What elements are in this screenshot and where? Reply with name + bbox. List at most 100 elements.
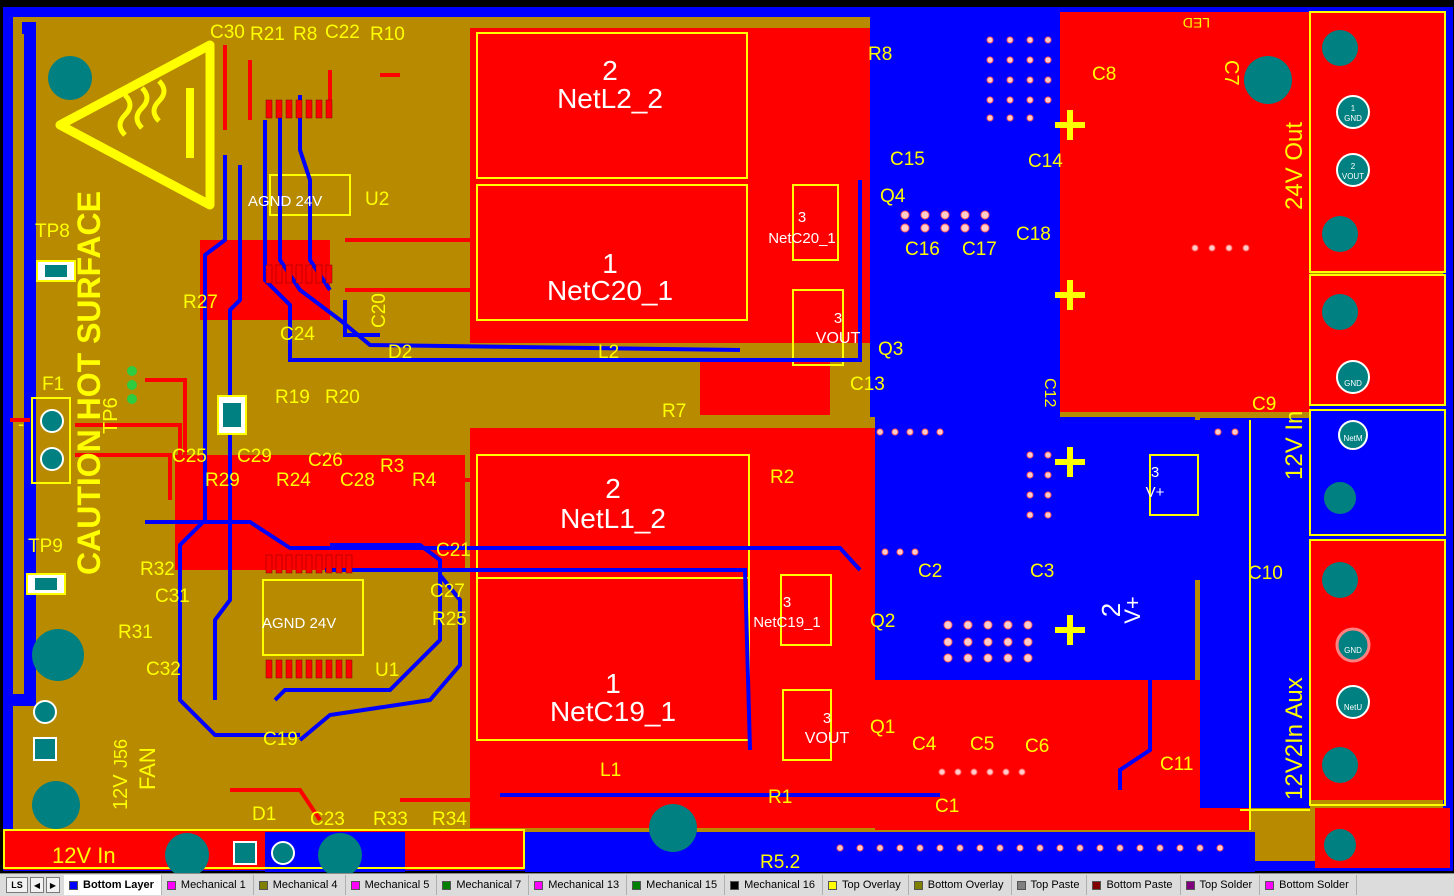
label-c15: C15 [890,149,925,170]
label-c23: C23 [310,809,345,830]
label-fan-12v: 12V [110,774,132,810]
label-c21: C21 [436,540,471,561]
pad-number-l1-2: 2 [605,473,621,504]
label-q4: Q4 [880,186,906,207]
layer-tab-label: Mechanical 1 [180,879,246,891]
net-label-netc19-1: NetC19_1 [550,696,676,727]
label-f1: F1 [42,374,64,395]
vplus-net: V+ [1146,484,1165,501]
layer-color-swatch [166,880,176,890]
label-tp8: TP8 [35,221,70,242]
layer-tab-top-paste[interactable]: Top Paste [1012,875,1088,895]
label-c3: C3 [1030,561,1054,582]
label-c24: C24 [280,324,315,345]
layer-tab-label: Bottom Layer [83,879,154,891]
label-r24: R24 [276,470,311,491]
layer-tab-bar: LS ◀ ▶ Bottom Layer Mechanical 1 Mechanica… [0,873,1454,896]
label-d1: D1 [252,804,276,825]
label-r27: R27 [183,292,218,313]
label-r29: R29 [205,470,240,491]
label-r7: R7 [662,401,686,422]
label-r8a: R8 [293,24,317,45]
label-u2: U2 [365,189,389,210]
layer-color-swatch [534,880,544,890]
label-12v-in: 12V In [1281,411,1308,480]
label-c25: C25 [172,446,207,467]
mounting-holes [32,30,1358,873]
conn-pin-1: 1 [1351,104,1356,113]
layer-color-swatch [1016,880,1026,890]
layer-tab-bottom-paste[interactable]: Bottom Paste [1087,875,1181,895]
layer-tab-bottom-solder[interactable]: Bottom Solder [1260,875,1357,895]
net-label-netl2-2: NetL2_2 [557,83,663,114]
label-c18: C18 [1016,224,1051,245]
scroll-right-icon[interactable]: ▶ [46,877,60,893]
label-q1: Q1 [870,717,895,738]
pcb-layout: C30 R21 R8 C22 R10 R8 U2 U1 TP8 TP9 F1 R… [3,7,1453,873]
label-agnd-u1: AGND 24V [262,615,336,632]
layer-tab-mechanical-16[interactable]: Mechanical 16 [725,875,824,895]
layer-color-swatch [1265,880,1275,890]
vplus2-net: V+ [1120,596,1145,624]
label-agnd-u2: AGND 24V [248,193,322,210]
label-r8b: R8 [868,44,892,65]
layer-tab-label: Mechanical 5 [364,879,430,891]
layer-tabs-container: Bottom Layer Mechanical 1 Mechanical 4 Mech… [64,874,1357,896]
layer-color-swatch [730,880,740,890]
layer-tab-bottom-layer[interactable]: Bottom Layer [64,875,162,895]
layer-tab-mechanical-4[interactable]: Mechanical 4 [254,875,346,895]
label-q2: Q2 [870,611,895,632]
label-u1: U1 [375,660,399,681]
layer-tab-mechanical-5[interactable]: Mechanical 5 [346,875,438,895]
layer-color-swatch [442,880,452,890]
label-c1: C1 [935,796,959,817]
layer-color-swatch [258,880,268,890]
net-label-netc20-1: NetC20_1 [547,275,673,306]
layer-tab-mechanical-15[interactable]: Mechanical 15 [627,875,726,895]
layer-tab-mechanical-7[interactable]: Mechanical 7 [437,875,530,895]
layer-tab-mechanical-13[interactable]: Mechanical 13 [529,875,628,895]
label-r33: R33 [373,809,408,830]
label-c22: C22 [325,22,360,43]
layer-tab-top-solder[interactable]: Top Solder [1181,875,1261,895]
label-c28: C28 [340,470,375,491]
layer-tab-mechanical-1[interactable]: Mechanical 1 [162,875,254,895]
label-c4: C4 [912,734,937,755]
vplus2-pin: 2 [1096,603,1126,617]
q3-pin: 3 [834,310,842,327]
label-r1: R1 [768,787,792,808]
label-fan: FAN [135,747,160,790]
layer-color-swatch [1185,880,1195,890]
layer-tab-label: Mechanical 4 [272,879,338,891]
label-r2: R2 [770,467,794,488]
label-c17: C17 [962,239,997,260]
conn-label-netu: NetU [1344,703,1362,712]
label-tp6: TP6 [100,397,122,434]
label-fuse-minus: - [18,414,24,434]
conn-label-gnd-3: GND [1344,646,1362,655]
label-c26: C26 [308,450,343,471]
scroll-left-icon[interactable]: ◀ [30,877,44,893]
label-c2: C2 [918,561,942,582]
pcb-canvas[interactable]: C30 R21 R8 C22 R10 R8 U2 U1 TP8 TP9 F1 R… [0,0,1454,873]
label-24v-out: 24V Out [1281,122,1308,210]
label-j56: J56 [111,739,131,768]
layer-tab-label: Top Overlay [842,879,901,891]
label-d2: D2 [388,342,412,363]
label-c27: C27 [430,581,465,602]
layer-set-button[interactable]: LS [6,877,28,893]
layer-tab-top-overlay[interactable]: Top Overlay [823,875,909,895]
label-r19: R19 [275,387,310,408]
label-aux-in: 12V2In Aux [1281,677,1308,800]
vplus-pin: 3 [1151,464,1159,481]
label-c10: C10 [1248,563,1283,584]
label-l1: L1 [600,760,621,781]
label-c14: C14 [1028,151,1063,172]
label-12v-in-bottom: 12V In [52,843,116,868]
layer-tab-bottom-overlay[interactable]: Bottom Overlay [909,875,1012,895]
pad-number-l2-2: 2 [602,55,618,86]
layer-color-swatch [828,880,838,890]
layer-tab-label: Mechanical 7 [456,879,522,891]
label-r4: R4 [412,470,437,491]
caution-hot-surface-text: CAUTION HOT SURFACE [71,191,107,575]
